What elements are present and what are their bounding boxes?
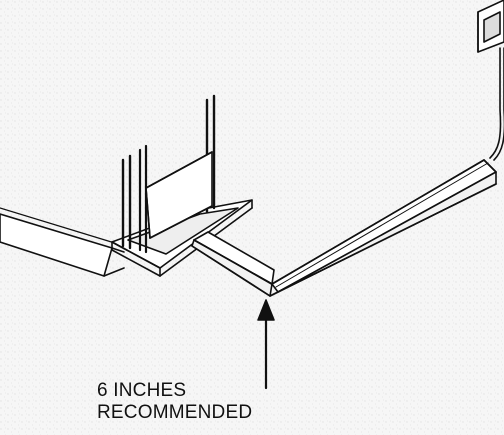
cable	[489, 47, 504, 161]
threshold-long-edge	[269, 159, 497, 297]
control-box	[477, 0, 504, 53]
door-posts	[121, 94, 216, 254]
threshold-short-edge	[191, 231, 277, 297]
callout-arrow	[257, 299, 275, 390]
floor-mat	[0, 207, 125, 277]
door-panel	[145, 151, 213, 239]
callout-label-line-2: RECOMMENDED	[97, 402, 253, 423]
callout-label-line-1: 6 INCHES	[97, 380, 187, 401]
